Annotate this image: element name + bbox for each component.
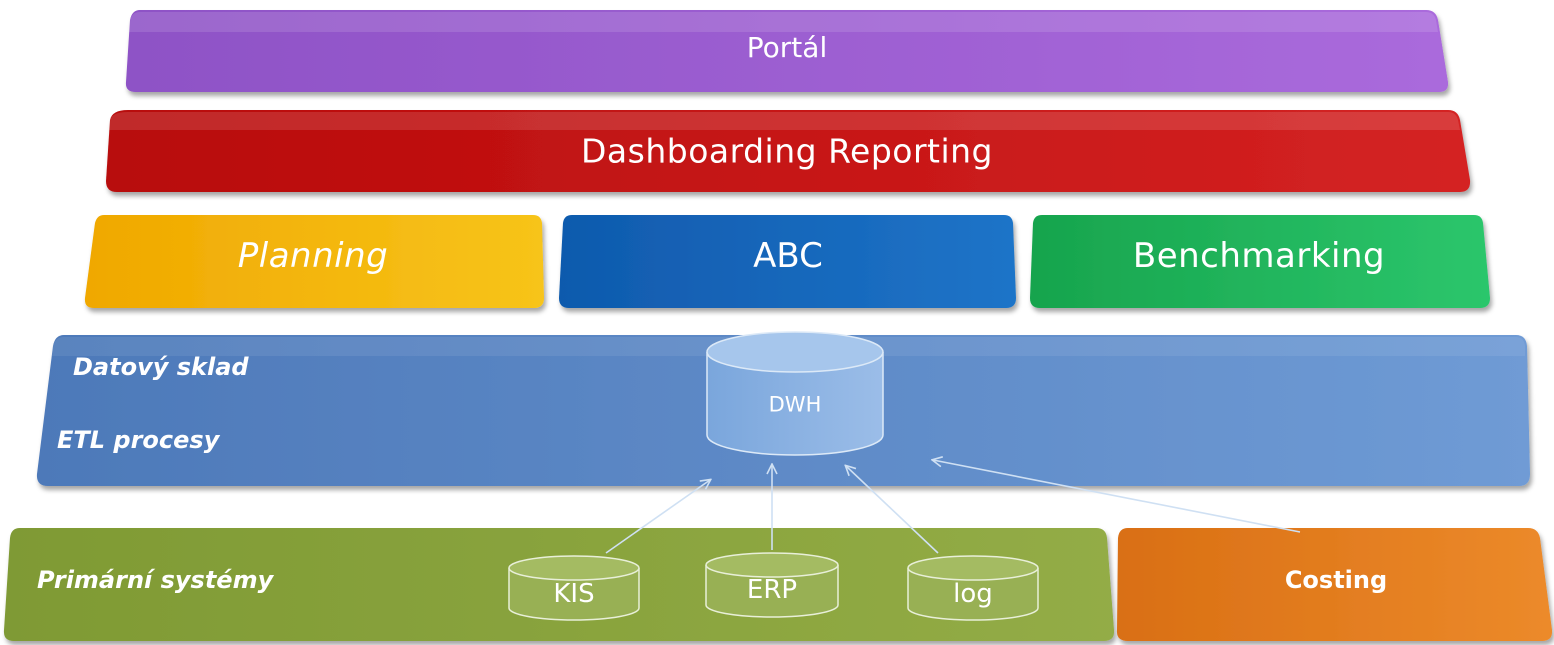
abc-block [559,215,1016,308]
etl-processes-label: ETL procesy [57,426,220,454]
dashboarding-label: Dashboarding Reporting [581,131,993,171]
log-label: log [953,579,993,609]
planning-label: Planning [237,236,389,276]
kis-label: KIS [553,579,595,609]
benchmarking-label: Benchmarking [1132,236,1386,276]
arrow-kis-to-dwh [605,480,710,554]
abc-label: ABC [753,236,823,276]
portal-label: Portál [746,31,828,64]
costing-block [1116,528,1553,641]
dwh-database-icon [706,331,884,456]
log-database-icon [907,555,1039,621]
data-warehouse-label: Datový sklad [73,353,249,381]
costing-label: Costing [1284,566,1388,594]
dashboarding-layer [106,110,1471,192]
erp-label: ERP [746,575,798,605]
portal-layer [125,10,1449,92]
arrow-log-to-dwh [846,466,939,554]
erp-database-icon [705,552,839,618]
planning-block [84,215,544,308]
kis-database-icon [508,555,640,621]
dwh-label: DWH [768,392,822,417]
benchmarking-block [1030,215,1490,308]
primary-systems-label: Primární systémy [37,566,274,594]
arrow-costing-to-dwh [933,460,1301,533]
